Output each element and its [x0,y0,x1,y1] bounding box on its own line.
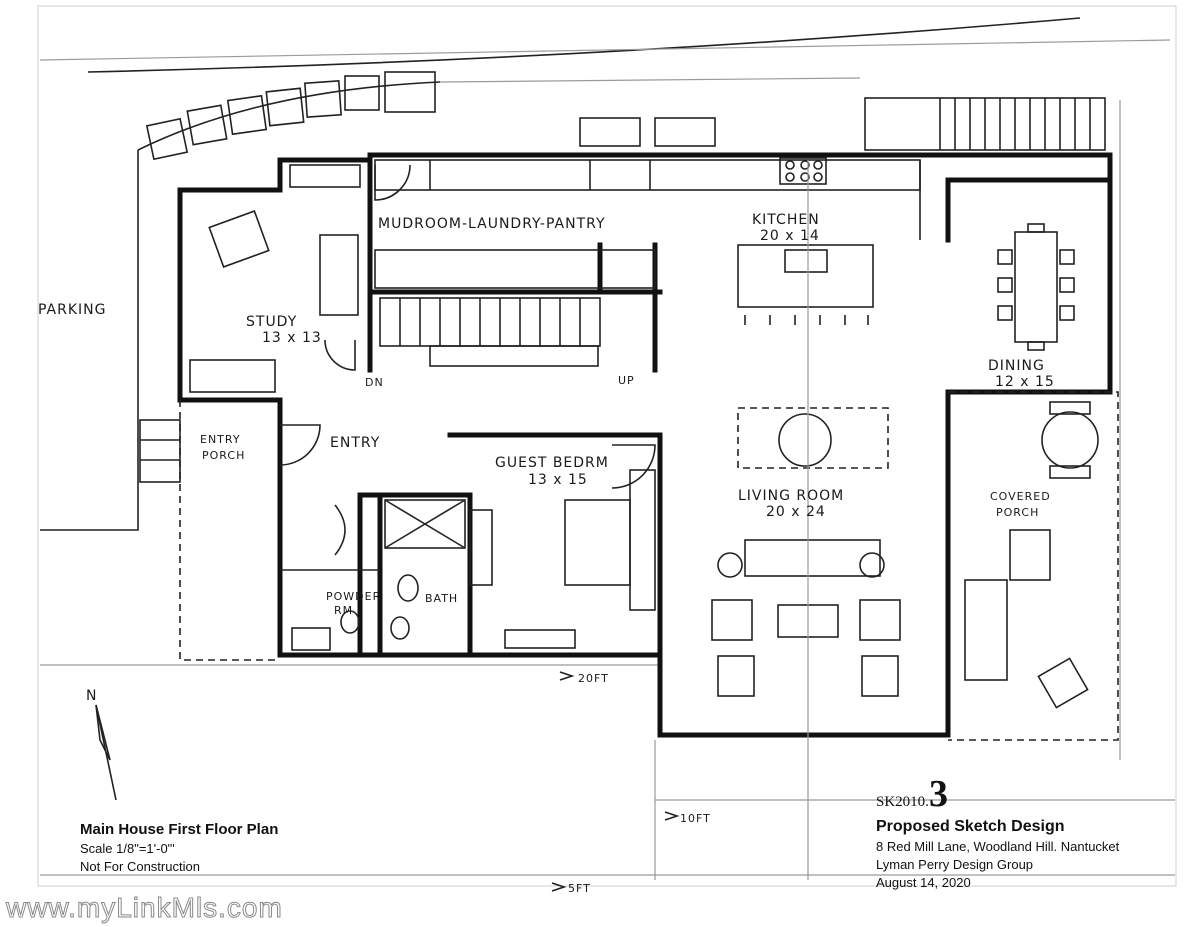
room-labels: PARKING MUDROOM-LAUNDRY-PANTRY KITCHEN 2… [38,212,1055,895]
bedroom-furniture [469,469,656,649]
plan-scale: Scale 1/8"=1'-0"' [80,841,175,856]
entry-porch-label-2: PORCH [202,449,245,462]
title-block-right: SK2010.3 Proposed Sketch Design 8 Red Mi… [876,772,1119,892]
kitchen-label: KITCHEN [752,212,820,228]
mudroom-label: MUDROOM-LAUNDRY-PANTRY [378,216,606,232]
plan-note: Not For Construction [80,859,200,874]
title-block-left: Main House First Floor Plan Scale 1/8"=1… [80,820,278,876]
dimension-10ft-label: 10FT [680,812,711,825]
guest-bedroom-label: GUEST BEDRM [495,455,609,471]
plan-title: Main House First Floor Plan [80,821,279,838]
dining-label: DINING [988,358,1045,374]
study-furniture [189,164,361,393]
site-lines [39,17,1171,760]
kitchen-island [737,244,874,325]
guest-bedroom-dim-label: 13 x 15 [528,472,588,488]
dimension-markers [40,160,1175,892]
bath-label: BATH [425,592,458,605]
dining-dim-label: 12 x 15 [995,374,1055,390]
round-tables [737,401,1099,479]
paper-edge [37,5,1177,887]
north-label: N [86,688,97,704]
dining-table [997,223,1075,351]
living-room-dim-label: 20 x 24 [766,504,826,520]
covered-porch-label-1: COVERED [990,490,1051,503]
dimension-5ft-label: 5FT [568,882,591,895]
stairs [139,97,1106,483]
watermark: www.myLinkMls.com [6,892,283,924]
living-furniture [711,539,901,697]
stair-up-label: UP [618,374,635,387]
design-title: Proposed Sketch Design [876,818,1065,835]
cabinets [374,117,921,289]
powder-room-label-2: RM [334,604,353,617]
design-firm: Lyman Perry Design Group [876,857,1034,872]
bath-fixtures [291,499,466,651]
entry-porch-label-1: ENTRY [200,433,241,446]
sheet-number-row: SK2010.3 [876,772,1119,816]
project-address: 8 Red Mill Lane, Woodland Hill. Nantucke… [876,839,1120,854]
study-dim-label: 13 x 13 [262,330,322,346]
powder-room-label-1: POWDER [326,590,381,603]
covered-porch-label-2: PORCH [996,506,1039,519]
sheet-prefix: SK2010. [876,794,929,810]
parking-label: PARKING [38,302,106,318]
exterior-walls [177,152,1119,741]
sheet-number: 3 [928,773,948,815]
door-swings [279,164,656,556]
kitchen-dim-label: 20 x 14 [760,228,820,244]
stepping-stones [145,71,436,161]
stair-down-label: DN [365,376,384,389]
entry-label: ENTRY [330,435,380,451]
study-label: STUDY [246,314,297,330]
north-arrow: N [86,688,117,801]
living-room-label: LIVING ROOM [738,488,844,504]
design-date: August 14, 2020 [876,875,971,890]
dimension-20ft-label: 20FT [578,672,609,685]
porch-furniture [964,529,1089,709]
